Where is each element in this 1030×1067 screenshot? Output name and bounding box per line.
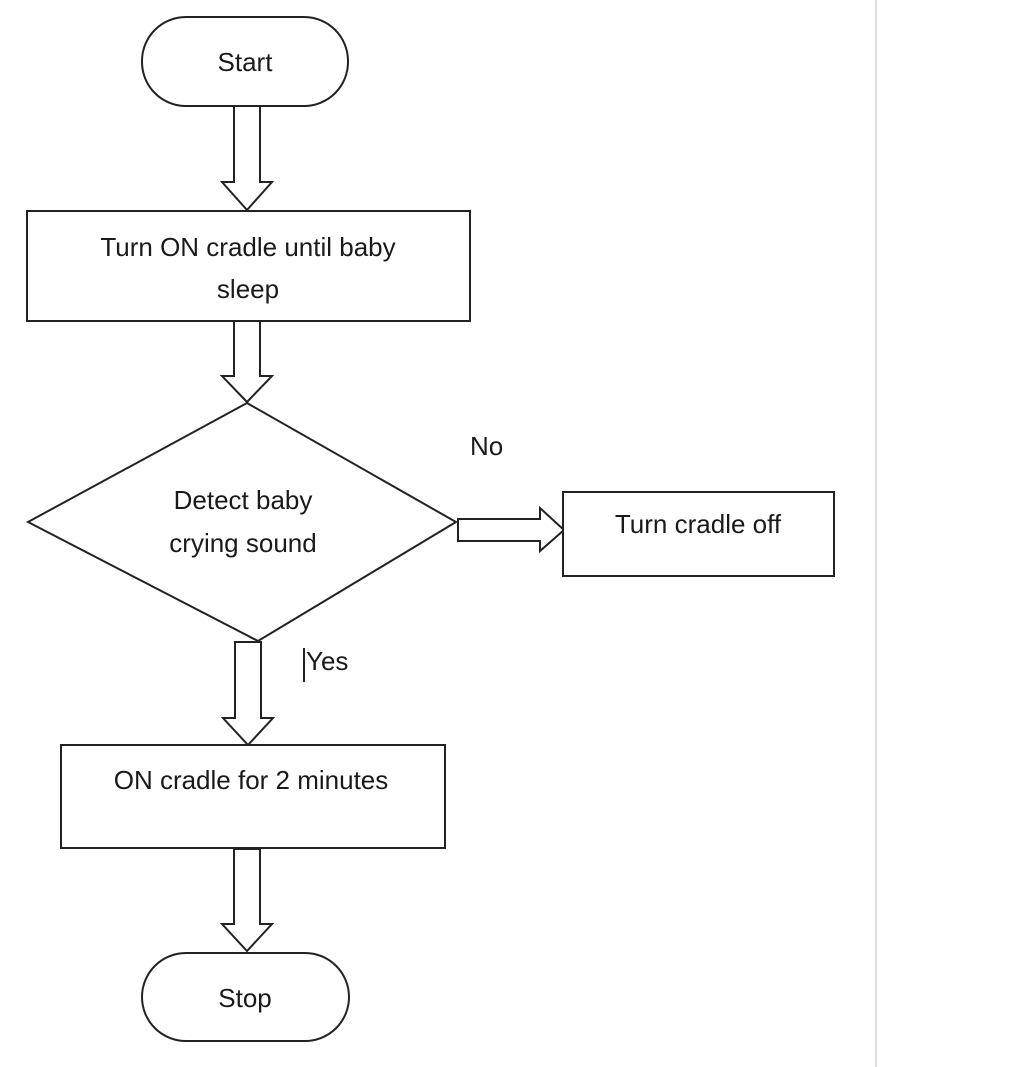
on-two-min-label: ON cradle for 2 minutes	[114, 765, 389, 795]
arrow-turn-on-to-decision	[219, 320, 275, 404]
arrow-decision-to-turn-off	[457, 505, 566, 554]
decision-diamond	[25, 401, 458, 643]
arrow-decision-to-on-two-min	[220, 641, 276, 747]
turn-on-process-box	[26, 210, 471, 322]
turn-on-label-line1: Turn ON cradle until baby	[100, 232, 395, 262]
branch-no-label: No	[470, 431, 503, 461]
decision-label-line2: crying sound	[169, 528, 316, 558]
stop-label: Stop	[218, 983, 272, 1013]
stop-terminator	[141, 952, 350, 1042]
on-two-min-process-box	[60, 744, 446, 849]
decision-label-line1: Detect baby	[174, 485, 313, 515]
turn-off-process-box	[562, 491, 835, 577]
turn-on-label-line2: sleep	[217, 274, 279, 304]
start-label: Start	[218, 47, 274, 77]
arrow-start-to-turn-on	[219, 105, 275, 212]
arrow-on-two-min-to-stop	[219, 848, 275, 953]
branch-yes-label: Yes	[306, 646, 348, 676]
turn-off-label: Turn cradle off	[615, 509, 782, 539]
